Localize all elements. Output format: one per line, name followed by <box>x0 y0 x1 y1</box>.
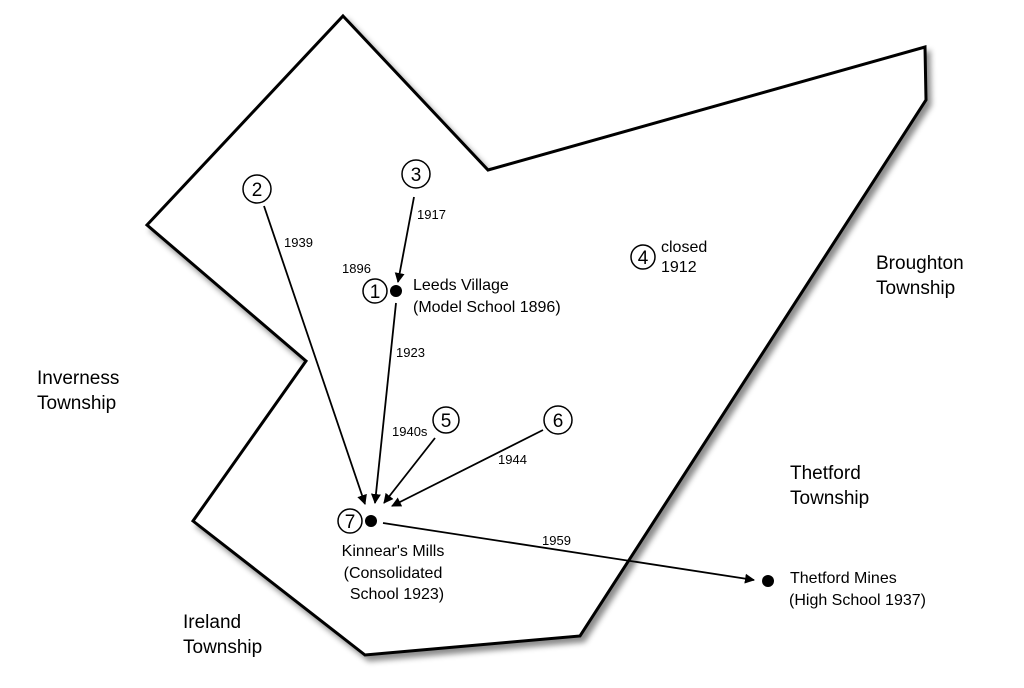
school-6-number: 6 <box>553 411 564 432</box>
thetford-mines-dot <box>762 575 774 587</box>
school-5-circle <box>432 406 460 434</box>
school-2-number: 2 <box>252 180 263 201</box>
arrow-6-to-7 <box>391 429 544 507</box>
arrow-7-to-thetford-mines <box>382 522 755 584</box>
year-label-1959: 1959 <box>542 533 571 548</box>
school-1-circle <box>362 278 388 304</box>
thetford-township-label: Thetford <box>790 463 861 484</box>
arrow-1-to-7 <box>370 302 397 504</box>
arrow-5-to-7 <box>383 437 436 504</box>
year-label-1944: 1944 <box>498 452 527 467</box>
school-7-circle <box>337 508 363 534</box>
school-4-closed-year: 1912 <box>661 259 697 276</box>
ireland-township-label: Ireland <box>183 612 241 633</box>
school-4-number: 4 <box>638 248 649 269</box>
year-label-1940s: 1940s <box>392 424 428 439</box>
school-6-circle <box>543 405 573 435</box>
leeds-village-dot <box>390 285 402 297</box>
school-markers <box>242 159 656 534</box>
kinnears-mills-sublabel-1: (Consolidated <box>344 565 443 582</box>
township-boundary <box>144 13 928 657</box>
thetford-mines-label: Thetford Mines <box>790 570 897 587</box>
kinnears-mills-label: Kinnear's Mills <box>342 543 445 560</box>
year-label-1923: 1923 <box>396 345 425 360</box>
school-2-circle <box>242 174 272 204</box>
leeds-village-sublabel: (Model School 1896) <box>413 299 561 316</box>
thetford-township-label-2: Township <box>790 488 869 509</box>
inverness-township-label-2: Township <box>37 393 116 414</box>
kinnears-mills-sublabel-2: School 1923) <box>350 586 444 603</box>
consolidation-arrows <box>263 196 755 584</box>
arrow-3-to-1 <box>394 196 415 283</box>
kinnears-mills-dot <box>365 515 377 527</box>
school-3-circle <box>401 159 431 189</box>
arrow-2-to-7 <box>263 205 367 505</box>
year-label-1939: 1939 <box>284 235 313 250</box>
year-label-1896: 1896 <box>342 261 371 276</box>
school-1-number: 1 <box>370 282 381 303</box>
inverness-township-label: Inverness <box>37 368 119 389</box>
broughton-township-label-2: Township <box>876 278 955 299</box>
school-5-number: 5 <box>441 411 452 432</box>
ireland-township-label-2: Township <box>183 637 262 658</box>
broughton-township-label: Broughton <box>876 253 964 274</box>
school-4-closed-label: closed <box>661 239 707 256</box>
leeds-village-label: Leeds Village <box>413 277 509 294</box>
thetford-mines-sublabel: (High School 1937) <box>789 592 926 609</box>
school-4-circle <box>630 244 656 270</box>
school-7-number: 7 <box>345 512 356 533</box>
school-3-number: 3 <box>411 165 422 186</box>
year-label-1917: 1917 <box>417 207 446 222</box>
